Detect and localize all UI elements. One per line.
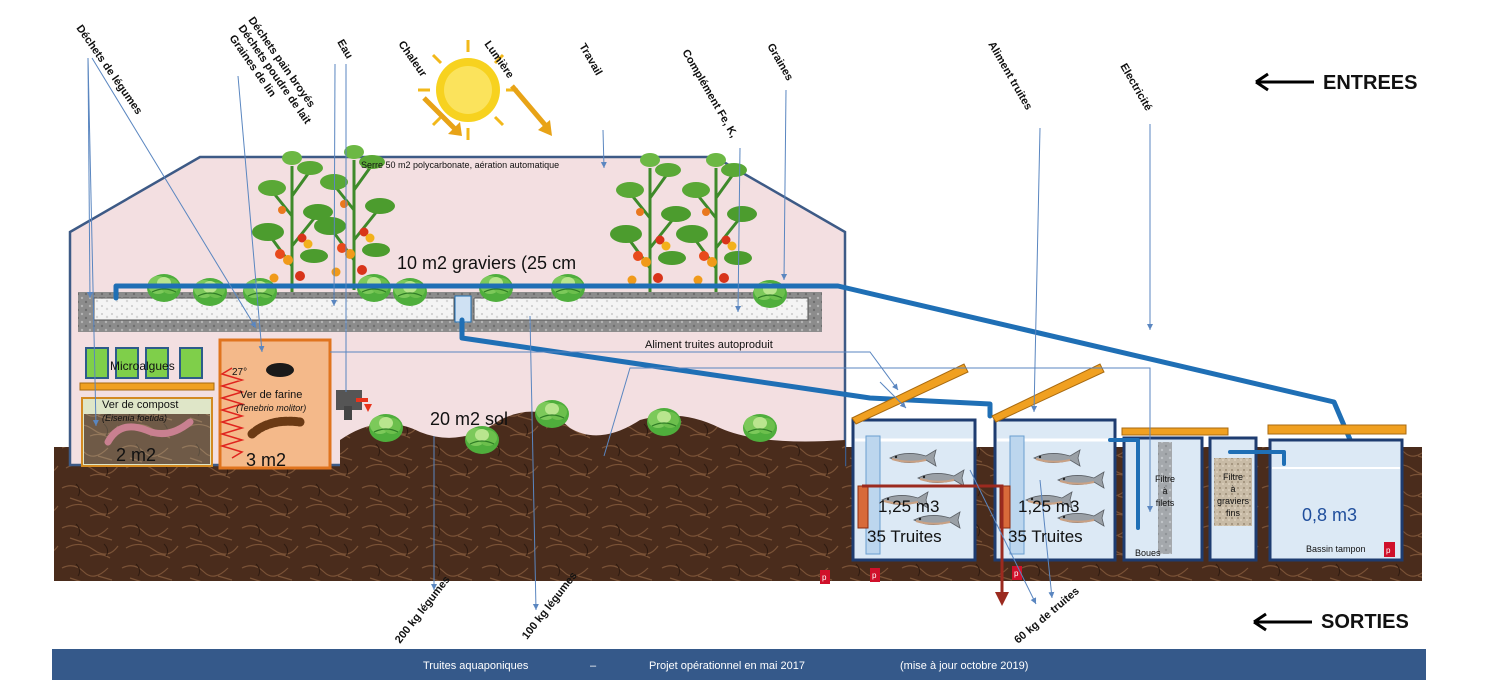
filter-1-line-3: filets — [1156, 498, 1175, 508]
input-electricite: Electricité — [1117, 62, 1154, 114]
pump-icons — [820, 542, 1395, 584]
filter-2-line-3: graviers — [1217, 496, 1250, 506]
mealworm-title: Ver de farine — [240, 389, 302, 401]
gravel-bed-label: 10 m2 graviers (25 cm — [397, 253, 576, 273]
input-complement: Complément Fe, K, — [679, 48, 739, 140]
water-tap-icon — [336, 390, 372, 420]
pipe-tanks-to-filter — [1108, 438, 1140, 530]
gravel-bed-right — [473, 297, 809, 321]
heat-arrow-head — [448, 122, 462, 136]
pipe-filter-to-buffer — [1228, 450, 1286, 466]
buffer-tank — [1268, 438, 1404, 562]
microalgae-label: Microalgues — [110, 359, 175, 373]
sludge-label: Boues — [1135, 548, 1161, 558]
tank-1-lid — [851, 363, 969, 425]
beetle-icon — [266, 363, 294, 377]
buffer-lid — [1267, 424, 1407, 435]
mealworm-box — [218, 338, 332, 470]
lettuce-10 — [464, 425, 500, 455]
lettuce-11 — [534, 399, 570, 429]
tank-1-heater — [857, 485, 869, 529]
output-truites: 60 kg de truites — [1012, 585, 1082, 646]
input-flow-lines — [86, 57, 1153, 512]
filter-1-lid — [1121, 427, 1229, 436]
footer-project: Truites aquaponiques — [423, 660, 529, 672]
filter-1-line-1: Filtre — [1155, 474, 1175, 484]
input-aliment-truites: Aliment truites — [985, 40, 1034, 113]
lettuce-9 — [368, 413, 404, 443]
compost-species: (Eisenia foetida) — [102, 413, 167, 423]
pump-label-2: p — [872, 571, 877, 580]
filter-2-line-4: fins — [1226, 508, 1241, 518]
filter-2-gravel — [1214, 458, 1252, 526]
lettuce-12 — [646, 407, 682, 437]
pump-label-4: p — [1386, 546, 1391, 555]
buffer-volume: 0,8 m3 — [1302, 505, 1357, 525]
soil-bed-label: 20 m2 sol — [430, 409, 508, 429]
temperature-label: 27° — [232, 367, 247, 378]
soil-bed — [340, 411, 845, 467]
input-dechets-legumes: Déchets de légumes — [74, 23, 145, 117]
greenhouse-label: Serre 50 m2 polycarbonate, aération auto… — [361, 160, 559, 170]
footer-dash: – — [590, 660, 597, 672]
buffer-label: Bassin tampon — [1306, 544, 1366, 554]
compost-title: Ver de compost — [102, 399, 178, 411]
pump-label-3: p — [1014, 569, 1019, 578]
light-arrow-head — [538, 120, 552, 136]
mealworm-larva-icon — [247, 416, 305, 439]
tank-2-heater — [999, 485, 1011, 529]
light-arrow — [510, 84, 548, 128]
output-flow-lines — [431, 315, 1055, 611]
tank-1-fish-count: 35 Truites — [867, 527, 942, 546]
lettuce-3 — [242, 277, 278, 307]
outputs-arrow-icon — [1253, 612, 1312, 632]
compost-area: 2 m2 — [116, 445, 156, 465]
mealworm-area: 3 m2 — [246, 450, 286, 470]
microalgae-jars — [85, 347, 203, 379]
mealworm-species: (Tenebrio molitor) — [236, 403, 306, 413]
footer-update: (mise à jour octobre 2019) — [900, 660, 1029, 672]
filter-2-line-1: Filtre — [1223, 472, 1243, 482]
input-eau: Eau — [334, 38, 354, 61]
tank-2-volume: 1,25 m3 — [1018, 497, 1079, 516]
sludge-drain-pipe — [862, 484, 1004, 598]
filter-1-line-2: à — [1162, 486, 1167, 496]
feed-label: Aliment truites autoproduit — [645, 339, 773, 351]
filter-1-net — [1158, 442, 1172, 554]
compost-worm-icon — [104, 418, 194, 446]
tank-2-fish-count: 35 Truites — [1008, 527, 1083, 546]
heat-arrow — [422, 96, 458, 132]
footer-status: Projet opérationnel en mai 2017 — [649, 660, 805, 672]
inputs-arrow-icon — [1255, 72, 1314, 92]
output-legumes-sol: 200 kg légumes — [393, 574, 453, 646]
input-travail: Travail — [576, 42, 604, 78]
input-graines: Graines — [764, 42, 795, 83]
lettuce-5 — [392, 277, 428, 307]
legend-outputs: SORTIES — [1321, 611, 1409, 633]
compost-lid — [79, 382, 215, 391]
lettuce-13 — [742, 413, 778, 443]
legend-inputs: ENTREES — [1323, 72, 1417, 94]
pipe-bed-to-tanks — [459, 317, 993, 419]
pump-label-1: p — [822, 573, 827, 582]
footer-bar: Truites aquaponiques – Projet opérationn… — [52, 649, 1426, 680]
heating-coil-icon — [219, 367, 245, 459]
input-dechets-lait: Déchets poudre de lait — [236, 23, 314, 127]
lettuce-2 — [192, 277, 228, 307]
filter-2-line-2: à — [1230, 484, 1235, 494]
tank-2-lid — [991, 363, 1105, 423]
tank-1-volume: 1,25 m3 — [878, 497, 939, 516]
sludge-drain-arrow — [995, 592, 1009, 606]
input-chaleur: Chaleur — [396, 39, 430, 80]
